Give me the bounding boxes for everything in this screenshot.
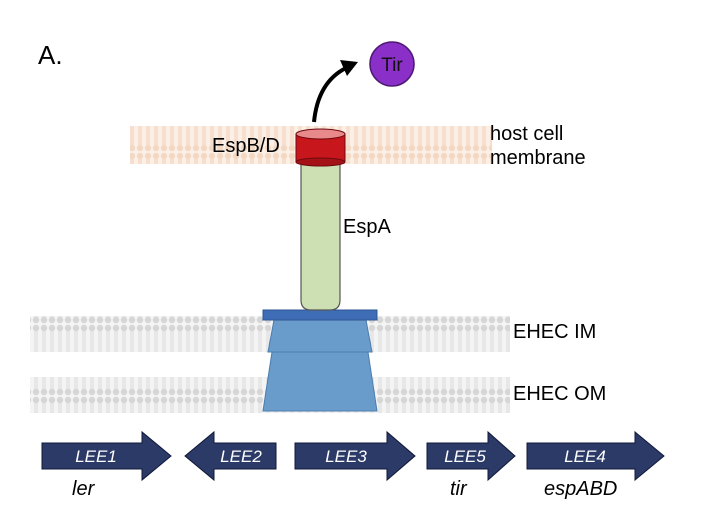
- secretion-arrowhead: [340, 60, 358, 76]
- ehec-im-label: EHEC IM: [513, 321, 597, 343]
- operon-lee1-label: LEE1: [75, 447, 117, 466]
- outer-membrane-ring: [262, 351, 378, 412]
- operon-lee2-label: LEE2: [220, 447, 262, 466]
- operon-lee2: LEE2: [184, 430, 277, 482]
- host-membrane-label-line2: membrane: [490, 147, 586, 169]
- espbd-label: EspB/D: [212, 135, 280, 157]
- operon-lee4-label: LEE4: [564, 447, 606, 466]
- secretion-arrow: [312, 66, 347, 123]
- operon-lee5: LEE5: [426, 430, 516, 482]
- operon-lee5-label: LEE5: [444, 447, 486, 466]
- host-membrane-label: host cell membrane: [490, 122, 630, 170]
- gene-espabd-label: espABD: [544, 478, 618, 500]
- operon-lee1: LEE1: [41, 430, 172, 482]
- gene-ler-label: ler: [72, 478, 95, 500]
- ehec-om-label: EHEC OM: [513, 383, 607, 405]
- basal-body-plate: [262, 309, 378, 321]
- operon-lee3-label: LEE3: [325, 447, 367, 466]
- gene-tir-label: tir: [450, 478, 467, 500]
- tir-label: Tir: [381, 55, 403, 76]
- espa-filament: [300, 159, 341, 311]
- operon-lee3: LEE3: [294, 430, 416, 482]
- espa-label: EspA: [343, 216, 391, 238]
- espbd-pore: [295, 128, 346, 167]
- operon-lee4: LEE4: [526, 430, 665, 482]
- tir-effector: Tir: [369, 41, 415, 87]
- inner-membrane-ring: [267, 319, 373, 353]
- host-membrane-label-line1: host cell: [490, 123, 564, 145]
- panel-label: A.: [38, 40, 63, 70]
